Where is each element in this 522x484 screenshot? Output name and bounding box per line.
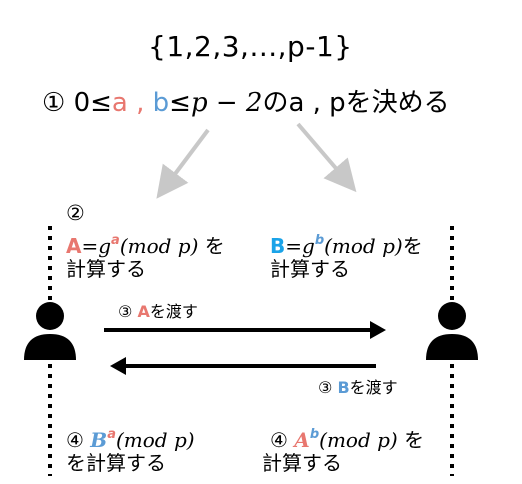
step4-right: ④ Ab(mod p) を bbox=[270, 422, 424, 453]
step2-left: A=ga(mod p) を bbox=[66, 228, 225, 259]
arrow-b-to-left bbox=[110, 357, 376, 375]
step1-le: ≤ bbox=[169, 88, 191, 118]
step2-left-exp: a bbox=[111, 233, 120, 248]
step2-right-eq: =g bbox=[285, 234, 315, 258]
step2-right-var: B bbox=[270, 234, 286, 258]
step1-var-b: b bbox=[152, 88, 170, 118]
step1-zero-le: 0≤ bbox=[73, 88, 112, 118]
number-set: {1,2,3,...,p-1} bbox=[148, 30, 353, 63]
step2-right-tail: を bbox=[402, 234, 423, 258]
step1-text: ① 0≤a , b≤p − 2のa , pを決める bbox=[42, 82, 450, 119]
step3-bottom-number: ③ bbox=[318, 378, 338, 397]
step2-right: B=gb(mod p)を bbox=[270, 228, 423, 259]
step2-left-var: A bbox=[66, 234, 82, 258]
step4-right-line2: 計算する bbox=[262, 451, 342, 475]
step4-left-base: B bbox=[90, 428, 108, 452]
step3-top-var: A bbox=[137, 302, 150, 321]
step4-left-mod: (mod p) bbox=[115, 428, 195, 452]
gray-arrow-left bbox=[156, 128, 210, 199]
step2-right-exp: b bbox=[314, 233, 325, 248]
step2-left-mod: (mod p) bbox=[119, 234, 199, 258]
step4-left-exp: a bbox=[107, 427, 116, 442]
step1-suffix: のa , pを決める bbox=[262, 88, 450, 118]
step2-number: ② bbox=[66, 201, 85, 225]
step4-left: ④ Ba(mod p) bbox=[66, 422, 195, 453]
step2-left-line2: 計算する bbox=[66, 257, 146, 281]
right-person-icon bbox=[426, 302, 478, 360]
step1-p-minus-2: p − 2 bbox=[190, 88, 263, 118]
step3-top-text: を渡す bbox=[149, 302, 198, 321]
step4-right-exp: b bbox=[309, 427, 320, 442]
step1-comma: , bbox=[127, 88, 153, 118]
step4-right-tail: を bbox=[397, 428, 425, 452]
step1-number: ① bbox=[42, 88, 66, 118]
step3-bottom-var: B bbox=[337, 378, 350, 397]
step3-top-label: ③ Aを渡す bbox=[118, 298, 198, 322]
step4-right-base: A bbox=[294, 428, 310, 452]
step4-left-line2: を計算する bbox=[66, 451, 166, 475]
step3-top-number: ③ bbox=[118, 302, 138, 321]
step3-bottom-label: ③ Bを渡す bbox=[318, 374, 398, 398]
step2-right-line2: 計算する bbox=[270, 257, 350, 281]
step4-right-mod: (mod p) bbox=[319, 428, 398, 452]
step1-var-a: a bbox=[111, 88, 128, 118]
step2-left-tail: を bbox=[198, 234, 225, 258]
step4-left-number: ④ bbox=[66, 428, 91, 452]
step4-right-number: ④ bbox=[270, 428, 295, 452]
arrow-a-to-right bbox=[104, 321, 386, 339]
step3-bottom-text: を渡す bbox=[349, 378, 398, 397]
gray-arrow-right bbox=[296, 122, 357, 193]
step2-left-eq: =g bbox=[81, 234, 112, 258]
left-person-icon bbox=[24, 302, 76, 360]
step2-right-mod: (mod p) bbox=[324, 234, 403, 258]
